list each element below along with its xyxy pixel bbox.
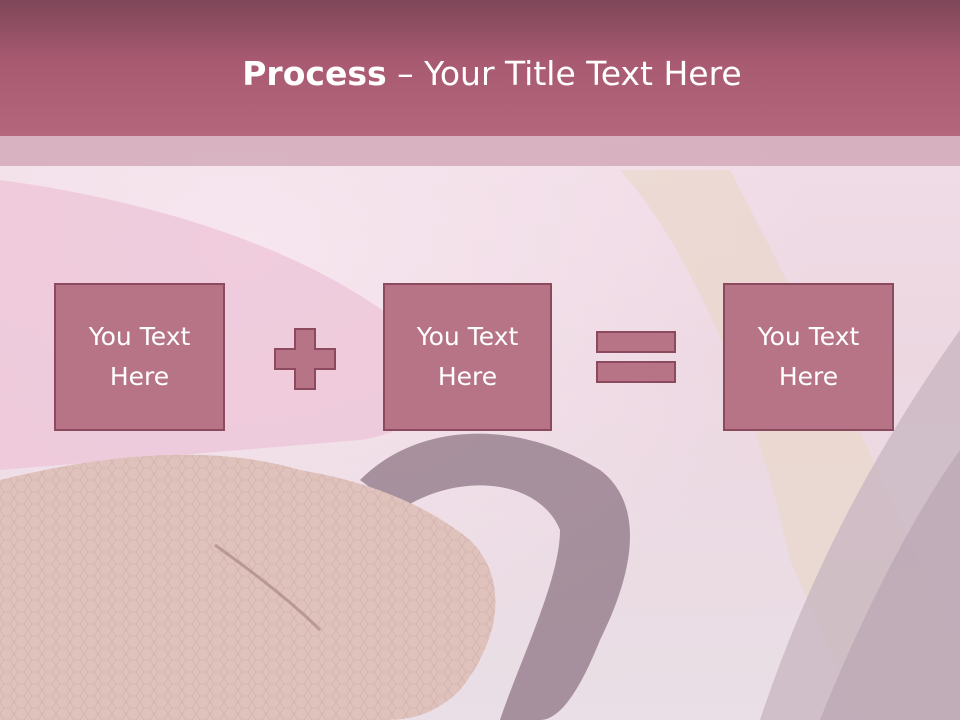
- slide-title-rest: – Your Title Text Here: [386, 54, 742, 93]
- process-box-3-line2: Here: [778, 362, 839, 391]
- title-bar-band: [0, 136, 960, 166]
- process-box-3[interactable]: You Text Here: [723, 283, 894, 431]
- process-box-3-line1: You Text: [757, 322, 860, 351]
- slide-title-bold: Process: [242, 54, 387, 93]
- process-box-1[interactable]: You Text Here: [54, 283, 225, 431]
- process-box-2-line2: Here: [437, 362, 498, 391]
- title-bar: [0, 0, 960, 136]
- process-box-2[interactable]: You Text Here: [383, 283, 552, 431]
- process-box-1-line2: Here: [109, 362, 170, 391]
- equals-icon: [596, 331, 676, 383]
- process-box-2-line1: You Text: [416, 322, 519, 351]
- process-box-1-line1: You Text: [88, 322, 191, 351]
- slide-title[interactable]: Process – Your Title Text Here: [0, 52, 960, 96]
- plus-icon: [274, 328, 336, 390]
